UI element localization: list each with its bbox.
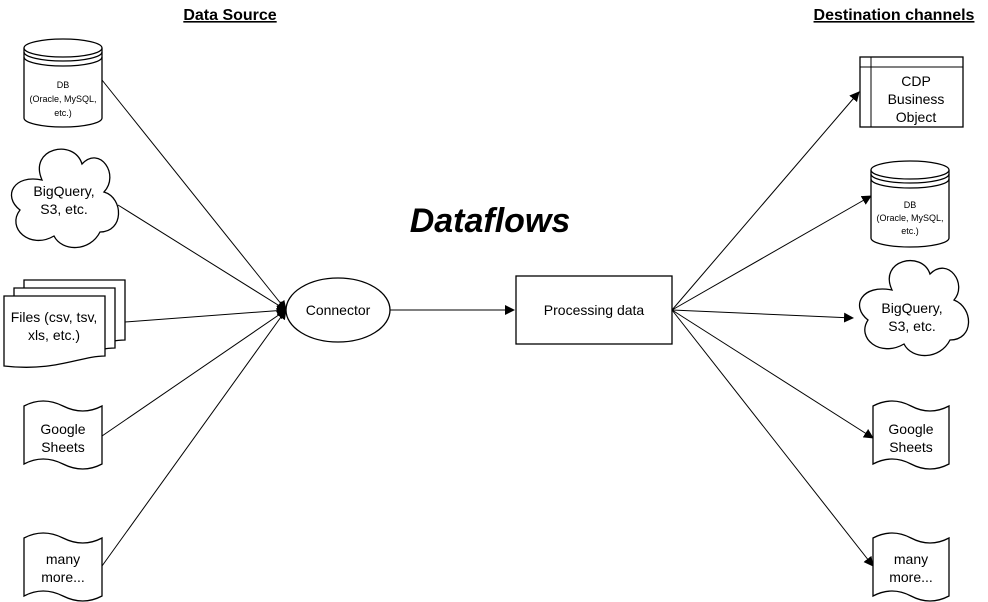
source-db-node: DB (Oracle, MySQL, etc.)	[23, 38, 103, 128]
database-icon	[870, 170, 950, 248]
source-cloud-line-2: S3, etc.	[40, 201, 87, 217]
source-files-line-1: Files (csv, tsv,	[11, 309, 98, 325]
dest-cdp-line-3: Object	[896, 109, 937, 125]
dest-cdp-node: CDP Business Object	[859, 56, 964, 128]
edges	[101, 79, 874, 567]
processor-label: Processing data	[544, 302, 645, 318]
internal-storage-icon	[859, 56, 964, 128]
edge-cloud-to-connector	[117, 204, 287, 311]
dest-cloud-node: BigQuery, S3, etc.	[858, 259, 970, 357]
source-files-line-2: xls, etc.)	[28, 327, 80, 343]
source-cloud-node: BigQuery, S3, etc.	[10, 148, 120, 249]
source-header: Data Source	[183, 7, 276, 24]
edge-db-to-connector	[101, 79, 287, 311]
edge-processor-to-more	[671, 309, 874, 567]
source-sheets-node: Google Sheets	[23, 400, 103, 470]
edge-processor-to-sheets	[671, 309, 874, 439]
database-top	[870, 160, 950, 180]
source-sheets-line-2: Sheets	[41, 439, 85, 455]
edge-processor-to-db	[671, 195, 872, 311]
dest-cloud-line-2: S3, etc.	[888, 318, 935, 334]
source-cloud-line-1: BigQuery,	[33, 183, 94, 199]
edge-processor-to-cloud	[671, 309, 854, 323]
edge-files-to-connector	[124, 305, 287, 323]
database-top	[23, 38, 103, 58]
source-more-line-2: more...	[41, 569, 85, 585]
dest-db-node: DB (Oracle, MySQL, etc.)	[870, 160, 950, 248]
dest-db-line-1: DB	[904, 200, 917, 210]
cloud-icon	[858, 259, 970, 357]
source-more-node: many more...	[23, 532, 103, 602]
source-db-line-1: DB	[57, 80, 70, 90]
connector-label: Connector	[306, 302, 371, 318]
source-sheets-line-1: Google	[40, 421, 85, 437]
cloud-icon	[10, 148, 120, 249]
source-files-node: Files (csv, tsv, xls, etc.)	[3, 279, 126, 368]
processor-box	[515, 275, 673, 345]
destination-header: Destination channels	[814, 7, 975, 24]
edge-sheets-to-connector	[101, 309, 287, 437]
source-db-line-2: (Oracle, MySQL,	[29, 94, 96, 104]
dest-db-line-3: etc.)	[901, 226, 919, 236]
dest-cloud-line-1: BigQuery,	[881, 300, 942, 316]
dest-more-line-2: more...	[889, 569, 933, 585]
tape-icon	[872, 400, 950, 470]
diagram-title: Dataflows	[410, 202, 571, 240]
dest-sheets-line-2: Sheets	[889, 439, 933, 455]
tape-icon	[23, 532, 103, 602]
connector-node: Connector	[285, 277, 391, 343]
document-stack-icon	[3, 295, 106, 368]
dest-cdp-line-1: CDP	[901, 73, 931, 89]
source-more-line-1: many	[46, 551, 80, 567]
dest-sheets-node: Google Sheets	[872, 400, 950, 470]
dest-more-line-1: many	[894, 551, 928, 567]
dest-sheets-line-1: Google	[888, 421, 933, 437]
source-db-line-3: etc.)	[54, 108, 72, 118]
tape-icon	[872, 532, 950, 602]
edge-processor-to-cdp	[671, 91, 860, 311]
dest-cdp-line-2: Business	[888, 91, 945, 107]
dest-more-node: many more...	[872, 532, 950, 602]
tape-icon	[23, 400, 103, 470]
dest-db-line-2: (Oracle, MySQL,	[876, 213, 943, 223]
connector-ellipse	[285, 277, 391, 343]
database-icon	[23, 48, 103, 128]
processor-node: Processing data	[515, 275, 673, 345]
edge-more-to-connector	[101, 309, 287, 567]
